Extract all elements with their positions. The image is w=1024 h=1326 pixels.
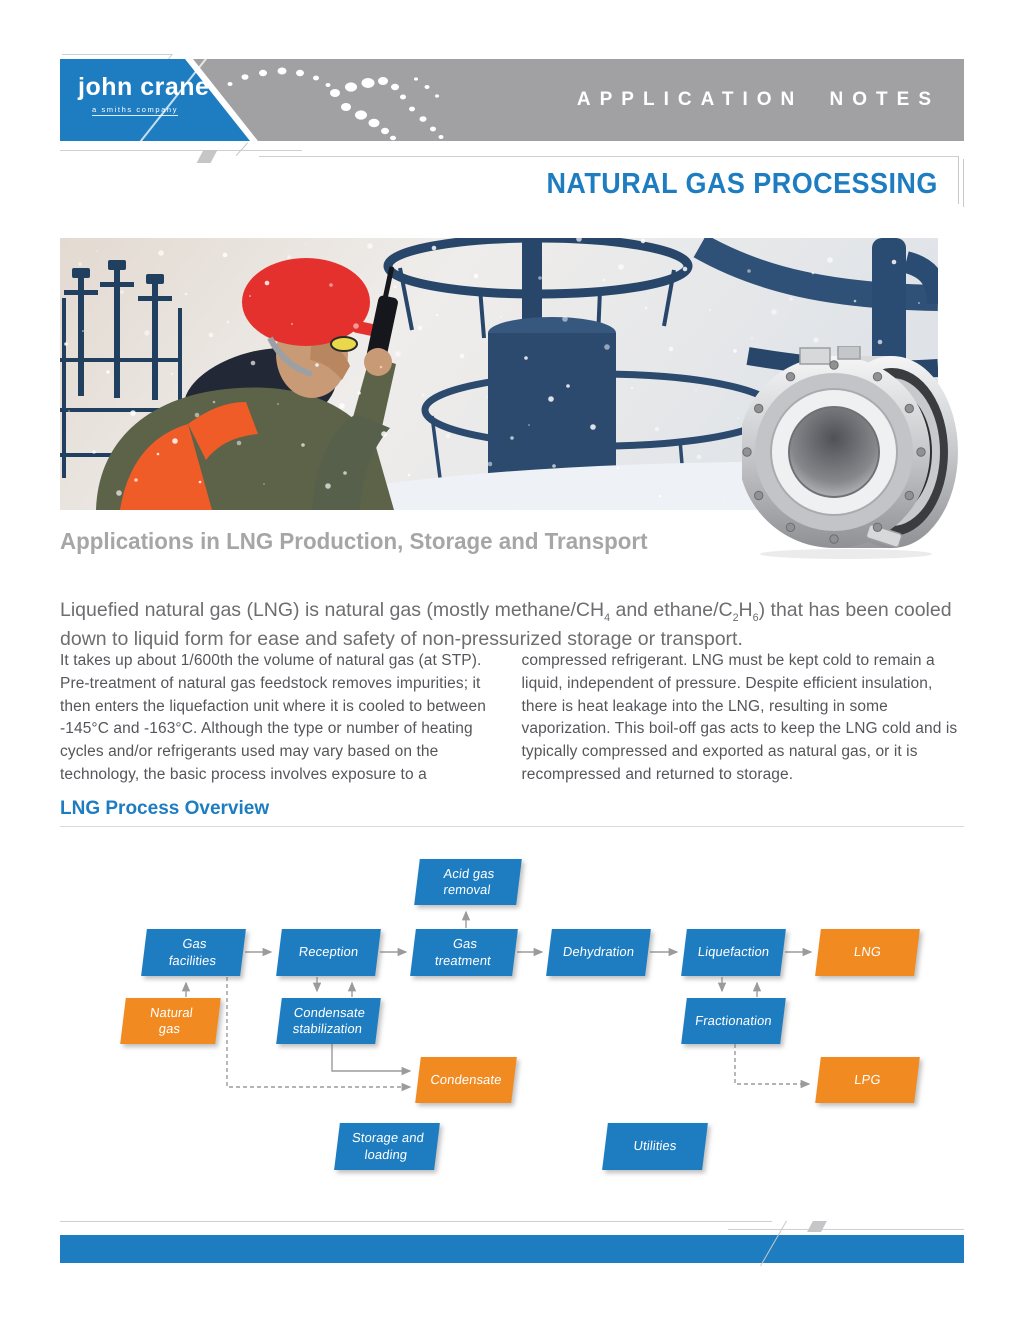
decorative-line bbox=[60, 826, 964, 827]
section-heading: Applications in LNG Production, Storage … bbox=[60, 528, 648, 554]
process-box-condensate-stabilization: Condensate stabilization bbox=[276, 998, 381, 1044]
header-gray-band bbox=[193, 59, 964, 141]
decorative-parallelogram bbox=[196, 150, 218, 163]
process-overview-heading: LNG Process Overview bbox=[60, 798, 270, 819]
decorative-line bbox=[62, 54, 172, 55]
process-box-liquefaction: Liquefaction bbox=[681, 929, 786, 976]
process-box-dehydration: Dehydration bbox=[546, 929, 651, 976]
decorative-line bbox=[60, 150, 302, 151]
process-box-reception: Reception bbox=[276, 929, 381, 976]
logo-dots-icon bbox=[227, 67, 444, 141]
decorative-line bbox=[60, 1221, 772, 1222]
process-connectors bbox=[181, 910, 813, 1092]
decorative-line bbox=[963, 159, 964, 207]
process-box-gas-facilities: Gas facilities bbox=[141, 929, 246, 976]
decorative-line bbox=[259, 156, 958, 157]
application-notes-banner: APPLICATION NOTES bbox=[576, 89, 940, 110]
body-column-right: compressed refrigerant. LNG must be kept… bbox=[521, 652, 958, 783]
decorative-parallelogram bbox=[807, 1221, 827, 1232]
decorative-line bbox=[958, 156, 959, 204]
brand-tagline: a smiths company bbox=[92, 105, 179, 116]
decorative-line bbox=[728, 1229, 964, 1230]
process-box-utilities: Utilities bbox=[602, 1123, 708, 1170]
process-box-lng: LNG bbox=[815, 929, 920, 976]
footer-bar bbox=[60, 1235, 964, 1263]
process-box-gas-treatment: Gas treatment bbox=[410, 929, 518, 976]
header-band: john crane a smiths company AP bbox=[60, 54, 964, 142]
worker-illustration bbox=[96, 258, 398, 510]
process-box-storage-and-loading: Storage and loading bbox=[334, 1123, 440, 1170]
intro-paragraph: Liquefied natural gas (LNG) is natural g… bbox=[60, 598, 952, 650]
body-columns: It takes up about 1/600th the volume of … bbox=[60, 650, 964, 787]
process-box-acid-gas-removal: Acid gas removal bbox=[414, 859, 522, 905]
connector-condensate-stabilization-to-condensate bbox=[331, 1044, 412, 1076]
brand-name: john crane bbox=[78, 73, 210, 101]
process-box-condensate: Condensate bbox=[415, 1057, 517, 1103]
bolt-holes bbox=[742, 360, 926, 544]
john-crane-logo: john crane a smiths company bbox=[78, 75, 209, 116]
connector-gas-facilities-to-condensate bbox=[226, 977, 412, 1092]
body-column-left: It takes up about 1/600th the volume of … bbox=[60, 652, 486, 783]
connector-fractionation-to-lpg bbox=[734, 1044, 811, 1089]
mechanical-seal-product-image bbox=[742, 346, 958, 559]
process-box-natural-gas: Natural gas bbox=[120, 998, 221, 1044]
page-title: NATURAL GAS PROCESSING bbox=[546, 168, 938, 200]
process-box-lpg: LPG bbox=[815, 1057, 920, 1103]
process-box-fractionation: Fractionation bbox=[681, 998, 786, 1044]
